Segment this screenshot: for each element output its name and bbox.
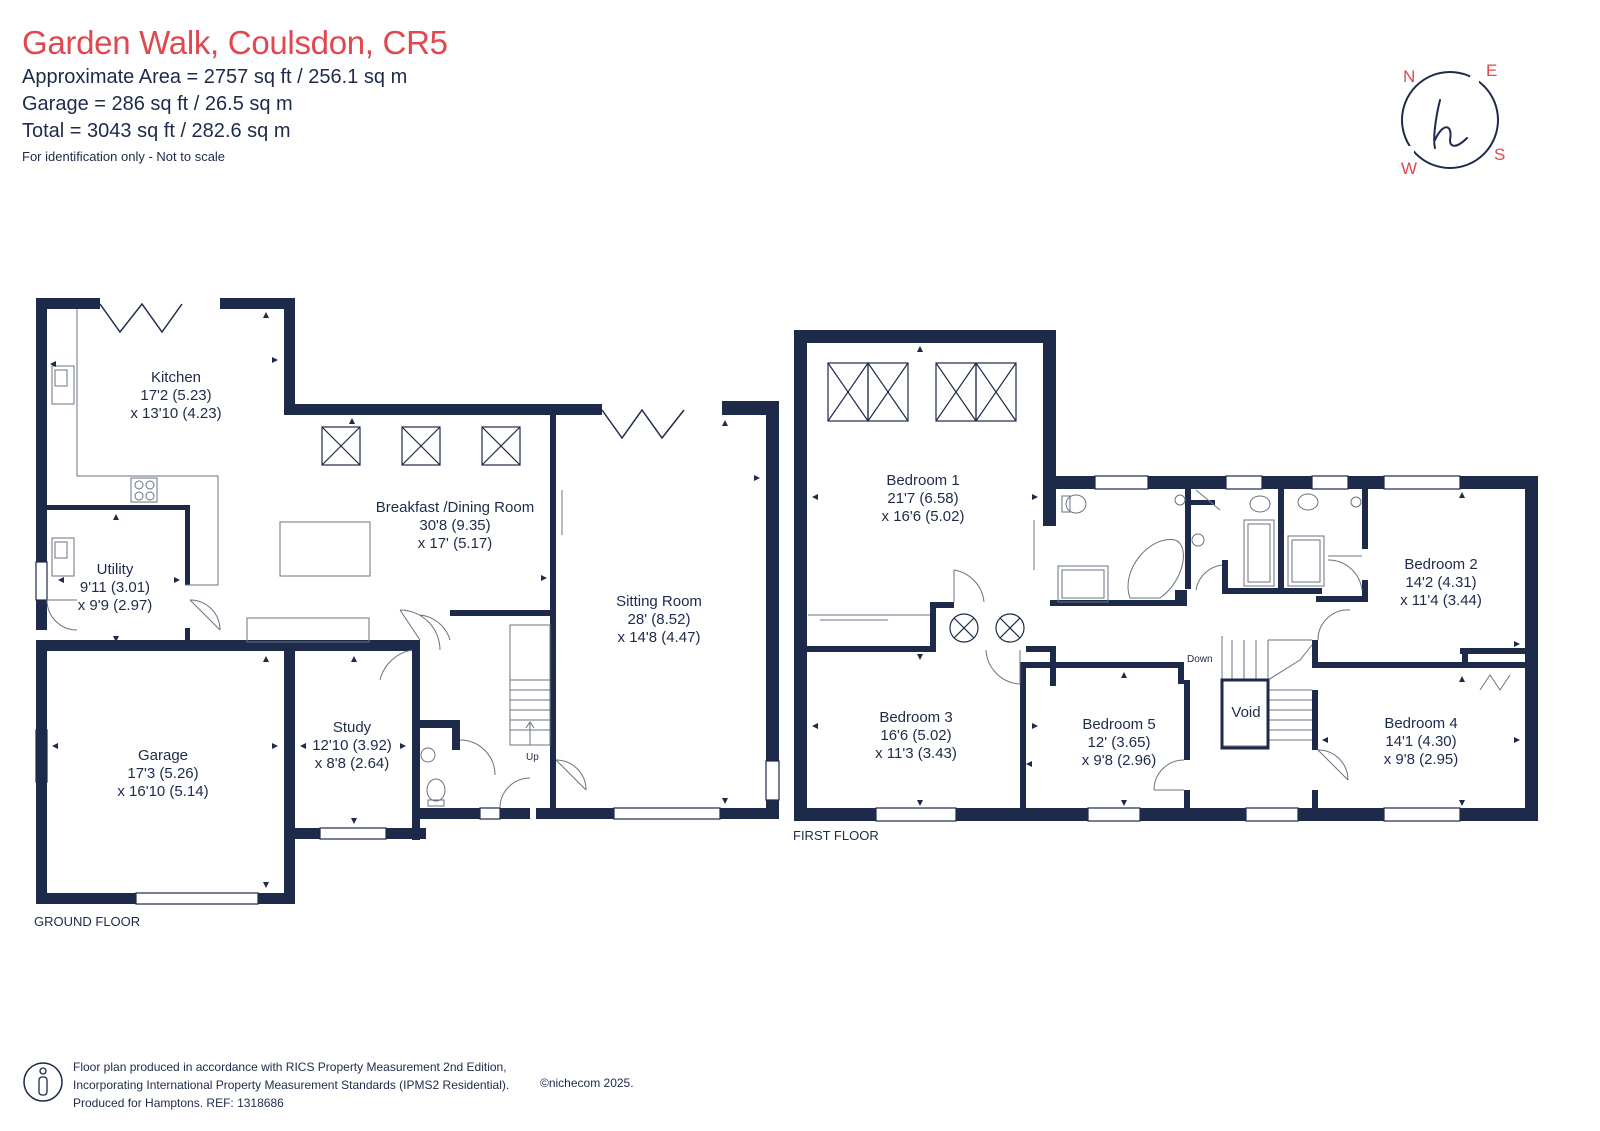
bed5-name: Bedroom 5 <box>1082 716 1155 733</box>
person-info-icon <box>23 1062 63 1102</box>
sitting-name: Sitting Room <box>616 593 702 610</box>
footer-line-3: Produced for Hamptons. REF: 1318686 <box>73 1096 284 1110</box>
study-dim2: x 8'8 (2.64) <box>315 755 390 772</box>
ground-floor-plan: Kitchen 17'2 (5.23) x 13'10 (4.23) Break… <box>34 298 780 929</box>
compass-w: W <box>1401 159 1417 178</box>
first-floor-label: FIRST FLOOR <box>793 828 879 843</box>
bed3-name: Bedroom 3 <box>879 709 952 726</box>
kitchen-dim2: x 13'10 (4.23) <box>130 405 221 422</box>
garage-name: Garage <box>138 747 188 764</box>
ground-stairs-label: Up <box>526 752 539 763</box>
study-name: Study <box>333 719 372 736</box>
breakfast-name: Breakfast /Dining Room <box>376 499 534 516</box>
breakfast-dim1: 30'8 (9.35) <box>419 517 490 534</box>
garage-dim2: x 16'10 (5.14) <box>117 783 208 800</box>
bed3-dim2: x 11'3 (3.43) <box>875 745 957 762</box>
disclaimer: For identification only - Not to scale <box>22 149 226 164</box>
bed2-name: Bedroom 2 <box>1404 556 1477 573</box>
void-label: Void <box>1231 704 1260 721</box>
footer-text: Floor plan produced in accordance with R… <box>73 1058 509 1112</box>
footer: Floor plan produced in accordance with R… <box>22 1058 722 1128</box>
compass-n: N <box>1403 67 1415 86</box>
bed2-dim1: 14'2 (4.31) <box>1405 574 1476 591</box>
bed1-dim1: 21'7 (6.58) <box>887 490 958 507</box>
compass-s: S <box>1494 145 1505 164</box>
utility-name: Utility <box>97 561 134 578</box>
bed5-dim2: x 9'8 (2.96) <box>1082 752 1157 769</box>
utility-dim1: 9'11 (3.01) <box>80 579 150 596</box>
first-floor-plan: Bedroom 1 21'7 (6.58) x 16'6 (5.02) Bedr… <box>793 330 1538 843</box>
bed4-dim1: 14'1 (4.30) <box>1385 733 1456 750</box>
kitchen-dim1: 17'2 (5.23) <box>140 387 211 404</box>
footer-line-2: Incorporating International Property Mea… <box>73 1078 510 1092</box>
bed2-dim2: x 11'4 (3.44) <box>1400 592 1482 609</box>
approximate-area: Approximate Area = 2757 sq ft / 256.1 sq… <box>22 66 408 88</box>
garage-dim1: 17'3 (5.26) <box>127 765 198 782</box>
kitchen-name: Kitchen <box>151 369 201 386</box>
bed1-dim2: x 16'6 (5.02) <box>882 508 965 525</box>
header: Garden Walk, Coulsdon, CR5 Approximate A… <box>22 22 448 164</box>
bed4-dim2: x 9'8 (2.95) <box>1384 751 1459 768</box>
page-title: Garden Walk, Coulsdon, CR5 <box>22 24 448 61</box>
bed4-name: Bedroom 4 <box>1384 715 1457 732</box>
copyright: ©nichecom 2025. <box>540 1076 634 1090</box>
utility-dim2: x 9'9 (2.97) <box>78 597 153 614</box>
ground-floor-label: GROUND FLOOR <box>34 914 140 929</box>
bed5-dim1: 12' (3.65) <box>1088 734 1151 751</box>
study-dim1: 12'10 (3.92) <box>312 737 392 754</box>
first-stairs-label: Down <box>1187 654 1213 665</box>
footer-line-1: Floor plan produced in accordance with R… <box>73 1060 507 1074</box>
garage-area: Garage = 286 sq ft / 26.5 sq m <box>22 93 293 115</box>
bed1-name: Bedroom 1 <box>886 472 959 489</box>
compass-e: E <box>1486 61 1497 80</box>
breakfast-dim2: x 17' (5.17) <box>418 535 493 552</box>
compass-logo-icon: N E S W <box>1401 61 1505 178</box>
sitting-dim2: x 14'8 (4.47) <box>618 629 701 646</box>
sitting-dim1: 28' (8.52) <box>628 611 691 628</box>
total-area: Total = 3043 sq ft / 282.6 sq m <box>22 120 291 142</box>
bed3-dim1: 16'6 (5.02) <box>880 727 951 744</box>
